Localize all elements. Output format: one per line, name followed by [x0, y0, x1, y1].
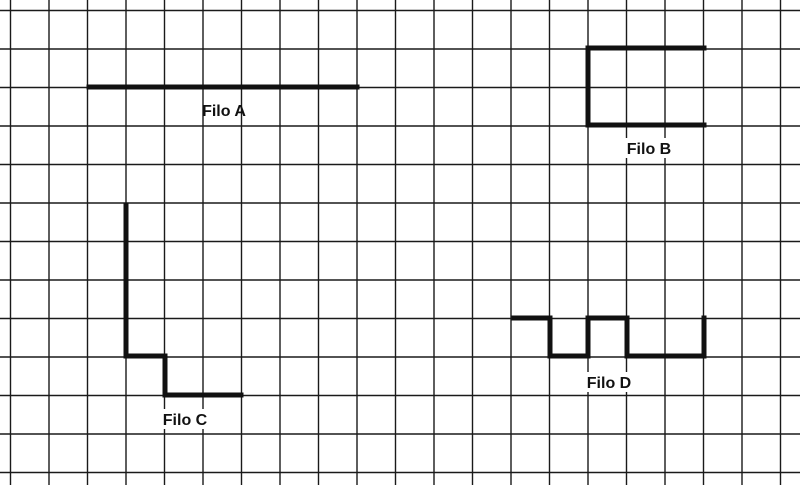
wire-c: Filo C	[123, 202, 244, 429]
wire-d: Filo D	[511, 315, 707, 392]
wire-b: Filo B	[585, 45, 707, 158]
wire-d-label-bg	[582, 372, 636, 392]
wire-b-label: Filo B	[627, 141, 671, 158]
wire-c-label-bg	[158, 409, 212, 429]
wire-b-label-bg	[622, 138, 676, 158]
wire-a: Filo A	[86, 84, 360, 120]
wire-b-path	[585, 45, 707, 128]
wire-d-label: Filo D	[587, 375, 631, 392]
wire-a-label: Filo A	[202, 103, 246, 120]
wire-c-label: Filo C	[163, 412, 208, 429]
wire-c-path	[123, 202, 244, 398]
wire-d-path	[511, 315, 707, 359]
